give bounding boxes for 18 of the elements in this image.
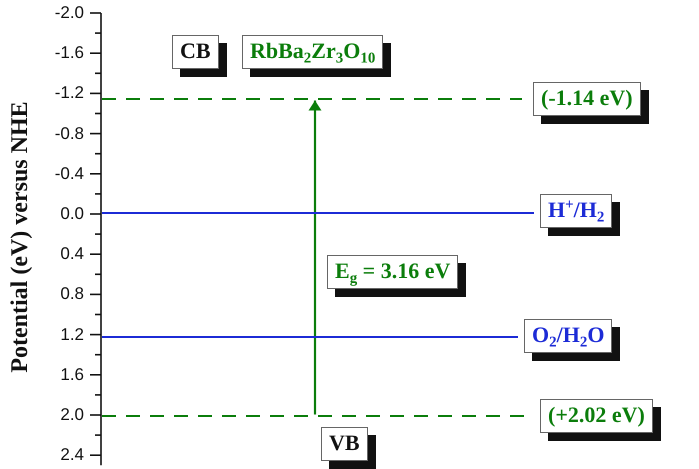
tick-label: 0.8 [60, 284, 84, 304]
tick-label: -1.2 [54, 83, 84, 104]
redox-level-line [102, 211, 534, 215]
arrow [310, 100, 320, 414]
tick-label: -2.0 [54, 3, 84, 23]
tick-label: 0.0 [60, 204, 84, 224]
axis-title: Potential (eV) versus NHE [7, 101, 33, 373]
band-edge-line [102, 414, 524, 418]
tick-label: 0.4 [60, 244, 84, 264]
tick-label: 1.2 [60, 324, 84, 345]
band-edge-line [102, 97, 522, 101]
tick-label: 2.0 [60, 405, 84, 425]
tick-label: -1.6 [54, 43, 84, 64]
tick-label: -0.4 [54, 164, 84, 184]
tick-label: 2.4 [60, 445, 84, 466]
redox-level-line [102, 335, 518, 339]
tick-label: -0.8 [54, 124, 84, 144]
tick-label: 1.6 [60, 364, 84, 385]
